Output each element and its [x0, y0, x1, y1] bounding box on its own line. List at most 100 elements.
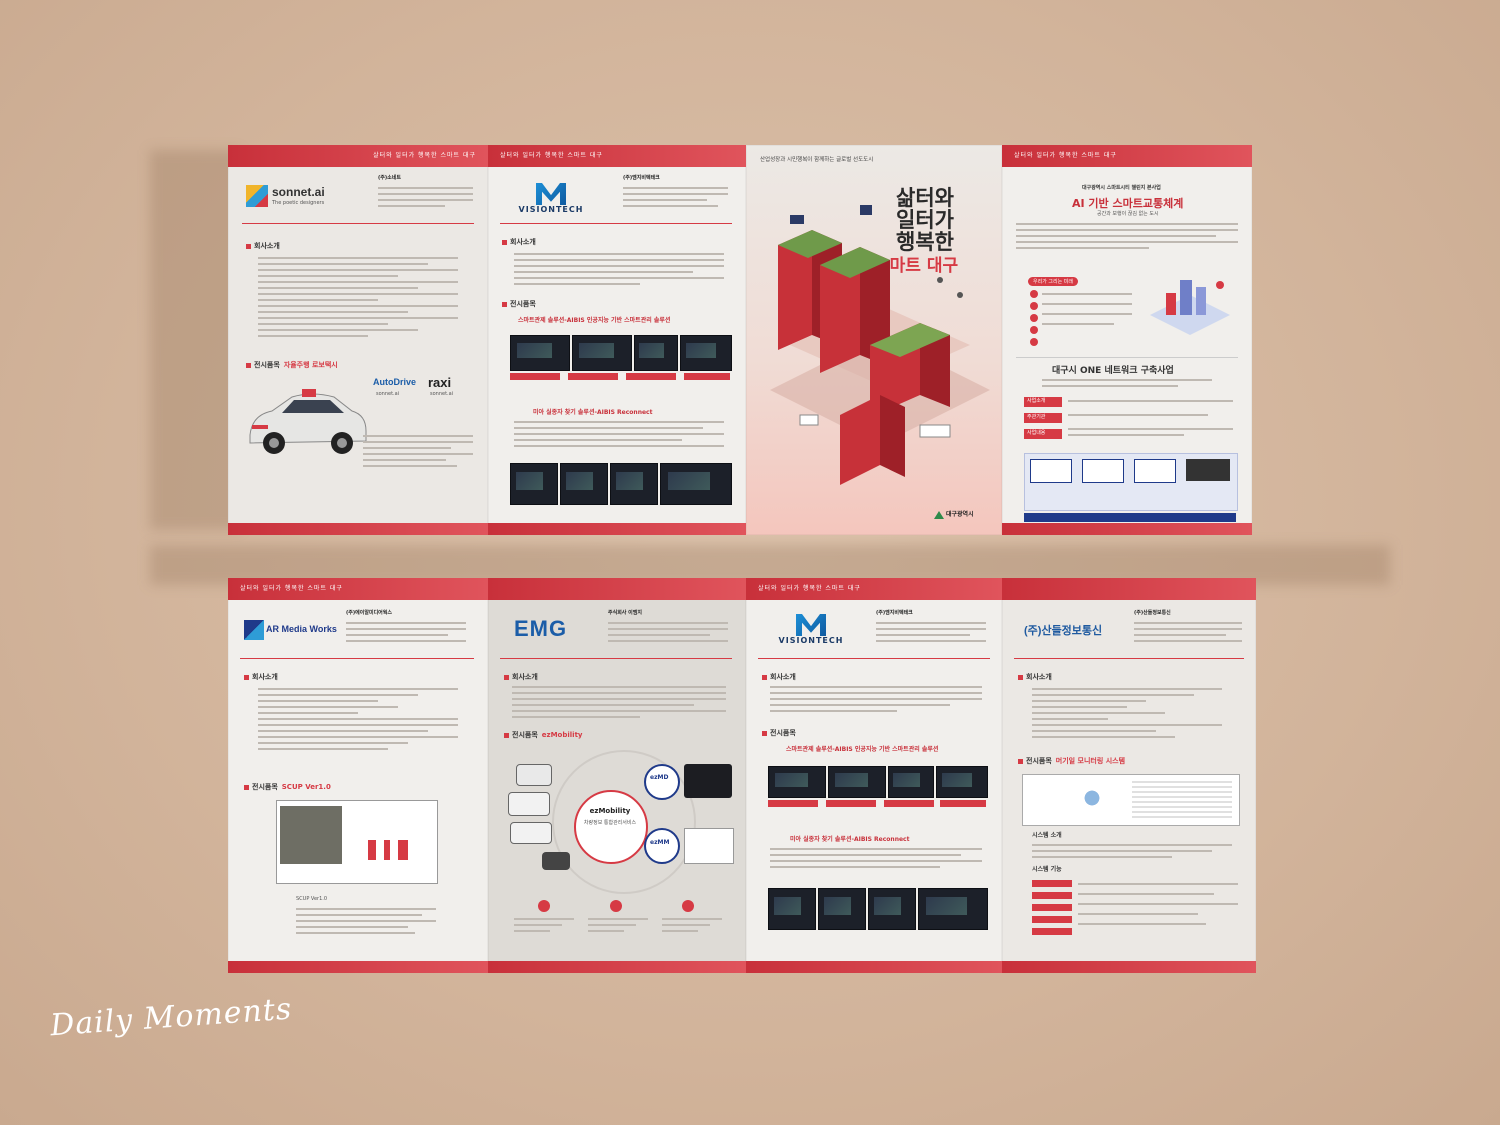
vehicle-icon	[516, 764, 552, 786]
ezmd-label: ezMD	[650, 774, 669, 781]
section-about: 회사소개	[504, 672, 538, 682]
screen-8	[660, 463, 732, 505]
divider	[240, 658, 474, 659]
scup-map	[280, 806, 342, 864]
panel-caption: 공간과 보행이 끊김 없는 도시	[1097, 211, 1159, 217]
about-lines	[514, 253, 724, 289]
cover-tagline: 산업성장과 시민행복이 함께하는 글로벌 선도도시	[760, 157, 874, 163]
bullet-icon	[1030, 338, 1038, 346]
row-label-3: 사업내용	[1027, 430, 1046, 436]
ezmm-node	[644, 828, 680, 864]
section-about: 회사소개	[246, 241, 280, 251]
diagram-box	[1082, 459, 1124, 483]
section-exhibit: 전시품목	[502, 299, 536, 309]
screen-4	[680, 335, 732, 371]
topbar-tag: 살터와 일터가 행복한 스마트 대구	[240, 585, 343, 592]
autodrive-sub: sonnet.ai	[376, 391, 400, 397]
future-pill: 우리가 그리는 미래	[1028, 277, 1078, 286]
bottom-panel-visiontech: 살터와 일터가 행복한 스마트 대구 VISIONTECH (주)엠지비텍테크 …	[746, 578, 1002, 973]
bottom-panel-armediaworks: 살터와 일터가 행복한 스마트 대구 AR Media Works (주)에이알…	[228, 578, 488, 973]
solution1-title: 스마트관제 솔루션-AIBIS 인공지능 기반 스마트관리 솔루션	[786, 746, 939, 753]
function-tag	[1032, 904, 1072, 911]
smart-city-illustration	[770, 205, 990, 485]
divider	[1014, 658, 1244, 659]
bullet-icon	[1030, 302, 1038, 310]
section-about: 회사소개	[1018, 672, 1052, 682]
screen-7	[868, 888, 916, 930]
company-name: (주)엠지비텍테크	[876, 610, 913, 616]
top-panel-ai-traffic: 살터와 일터가 행복한 스마트 대구 대구광역시 스마트시티 챌린지 본사업 A…	[1002, 145, 1252, 535]
bottom-bar	[228, 961, 488, 973]
bottom-bar	[1002, 961, 1256, 973]
sonnet-logo-sub: The poetic designers	[272, 200, 325, 206]
topbar-tag: 살터와 일터가 행복한 스마트 대구	[373, 152, 476, 159]
section-about: 회사소개	[762, 672, 796, 682]
bullet-icon	[1030, 326, 1038, 334]
row-label	[1024, 429, 1062, 439]
scup-bars	[368, 840, 408, 860]
function-tag	[1032, 880, 1072, 887]
raxi-logo: raxi	[428, 375, 452, 390]
screen-6	[818, 888, 866, 930]
scup-caption: SCUP Ver1.0	[296, 896, 328, 902]
solution-lines	[770, 848, 982, 872]
armedia-logo-icon	[244, 620, 264, 640]
monitoring-table	[1132, 780, 1232, 818]
cover-title: 삶터와 일터가 행복한	[896, 187, 954, 253]
company-name: (주)산들정보통신	[1134, 610, 1171, 616]
visiontech-logo-icon	[536, 183, 566, 205]
top-bar: 살터와 일터가 행복한 스마트 대구	[228, 145, 488, 167]
screen-3	[888, 766, 934, 798]
dashboard-screen	[684, 828, 734, 864]
label-tag	[510, 373, 560, 380]
function-tag	[1032, 916, 1072, 923]
function-lines	[1078, 883, 1238, 929]
screen-6	[560, 463, 608, 505]
contact-lines	[623, 187, 728, 211]
panel-title: AI 기반 스마트교통체계	[1072, 197, 1184, 210]
top-panel-visiontech: 살터와 일터가 행복한 스마트 대구 VISIONTECH (주)엠지비텍테크 …	[488, 145, 746, 535]
about-lines	[770, 686, 982, 716]
divider	[758, 658, 990, 659]
divider	[242, 223, 474, 224]
row-label	[1024, 413, 1062, 423]
divider	[1016, 357, 1238, 358]
about-lines	[258, 688, 458, 754]
contact-lines	[378, 187, 473, 211]
vehicle-icon	[542, 852, 570, 870]
bottom-bar	[488, 961, 746, 973]
contact-lines	[346, 622, 466, 646]
divider	[500, 658, 732, 659]
diagram-box	[1186, 459, 1230, 481]
diagram-box	[1134, 459, 1176, 483]
bottom-bar	[488, 523, 746, 535]
intro-lines	[1016, 223, 1238, 253]
panel-subtitle: 대구광역시 스마트시티 챌린지 본사업	[1082, 185, 1161, 191]
section-about: 회사소개	[244, 672, 278, 682]
top-bar: 살터와 일터가 행복한 스마트 대구	[488, 145, 746, 167]
screen-8	[918, 888, 988, 930]
feature-lines	[662, 918, 722, 936]
top-panel-sonnet: 살터와 일터가 행복한 스마트 대구 sonnet.ai The poetic …	[228, 145, 488, 535]
company-name: (주)소네트	[378, 175, 401, 181]
diagram-box	[1030, 459, 1072, 483]
company-name: 주식회사 이엠지	[608, 610, 642, 616]
screen-5	[510, 463, 558, 505]
label-tag	[884, 800, 934, 807]
label-tag	[684, 373, 730, 380]
screen-4	[936, 766, 988, 798]
sonnet-logo-icon	[246, 185, 268, 207]
cover-title-line2: 일터가	[896, 208, 954, 232]
vehicle-icon	[508, 792, 550, 816]
divider	[500, 223, 732, 224]
armedia-logo-text: AR Media Works	[266, 624, 337, 634]
ezmobility-title: ezMobility	[589, 807, 631, 815]
system-func-title: 시스템 기능	[1032, 866, 1062, 873]
topbar-tag: 살터와 일터가 행복한 스마트 대구	[500, 152, 603, 159]
ezmobility-sub: 차량정보 통합관리서비스	[583, 820, 637, 826]
